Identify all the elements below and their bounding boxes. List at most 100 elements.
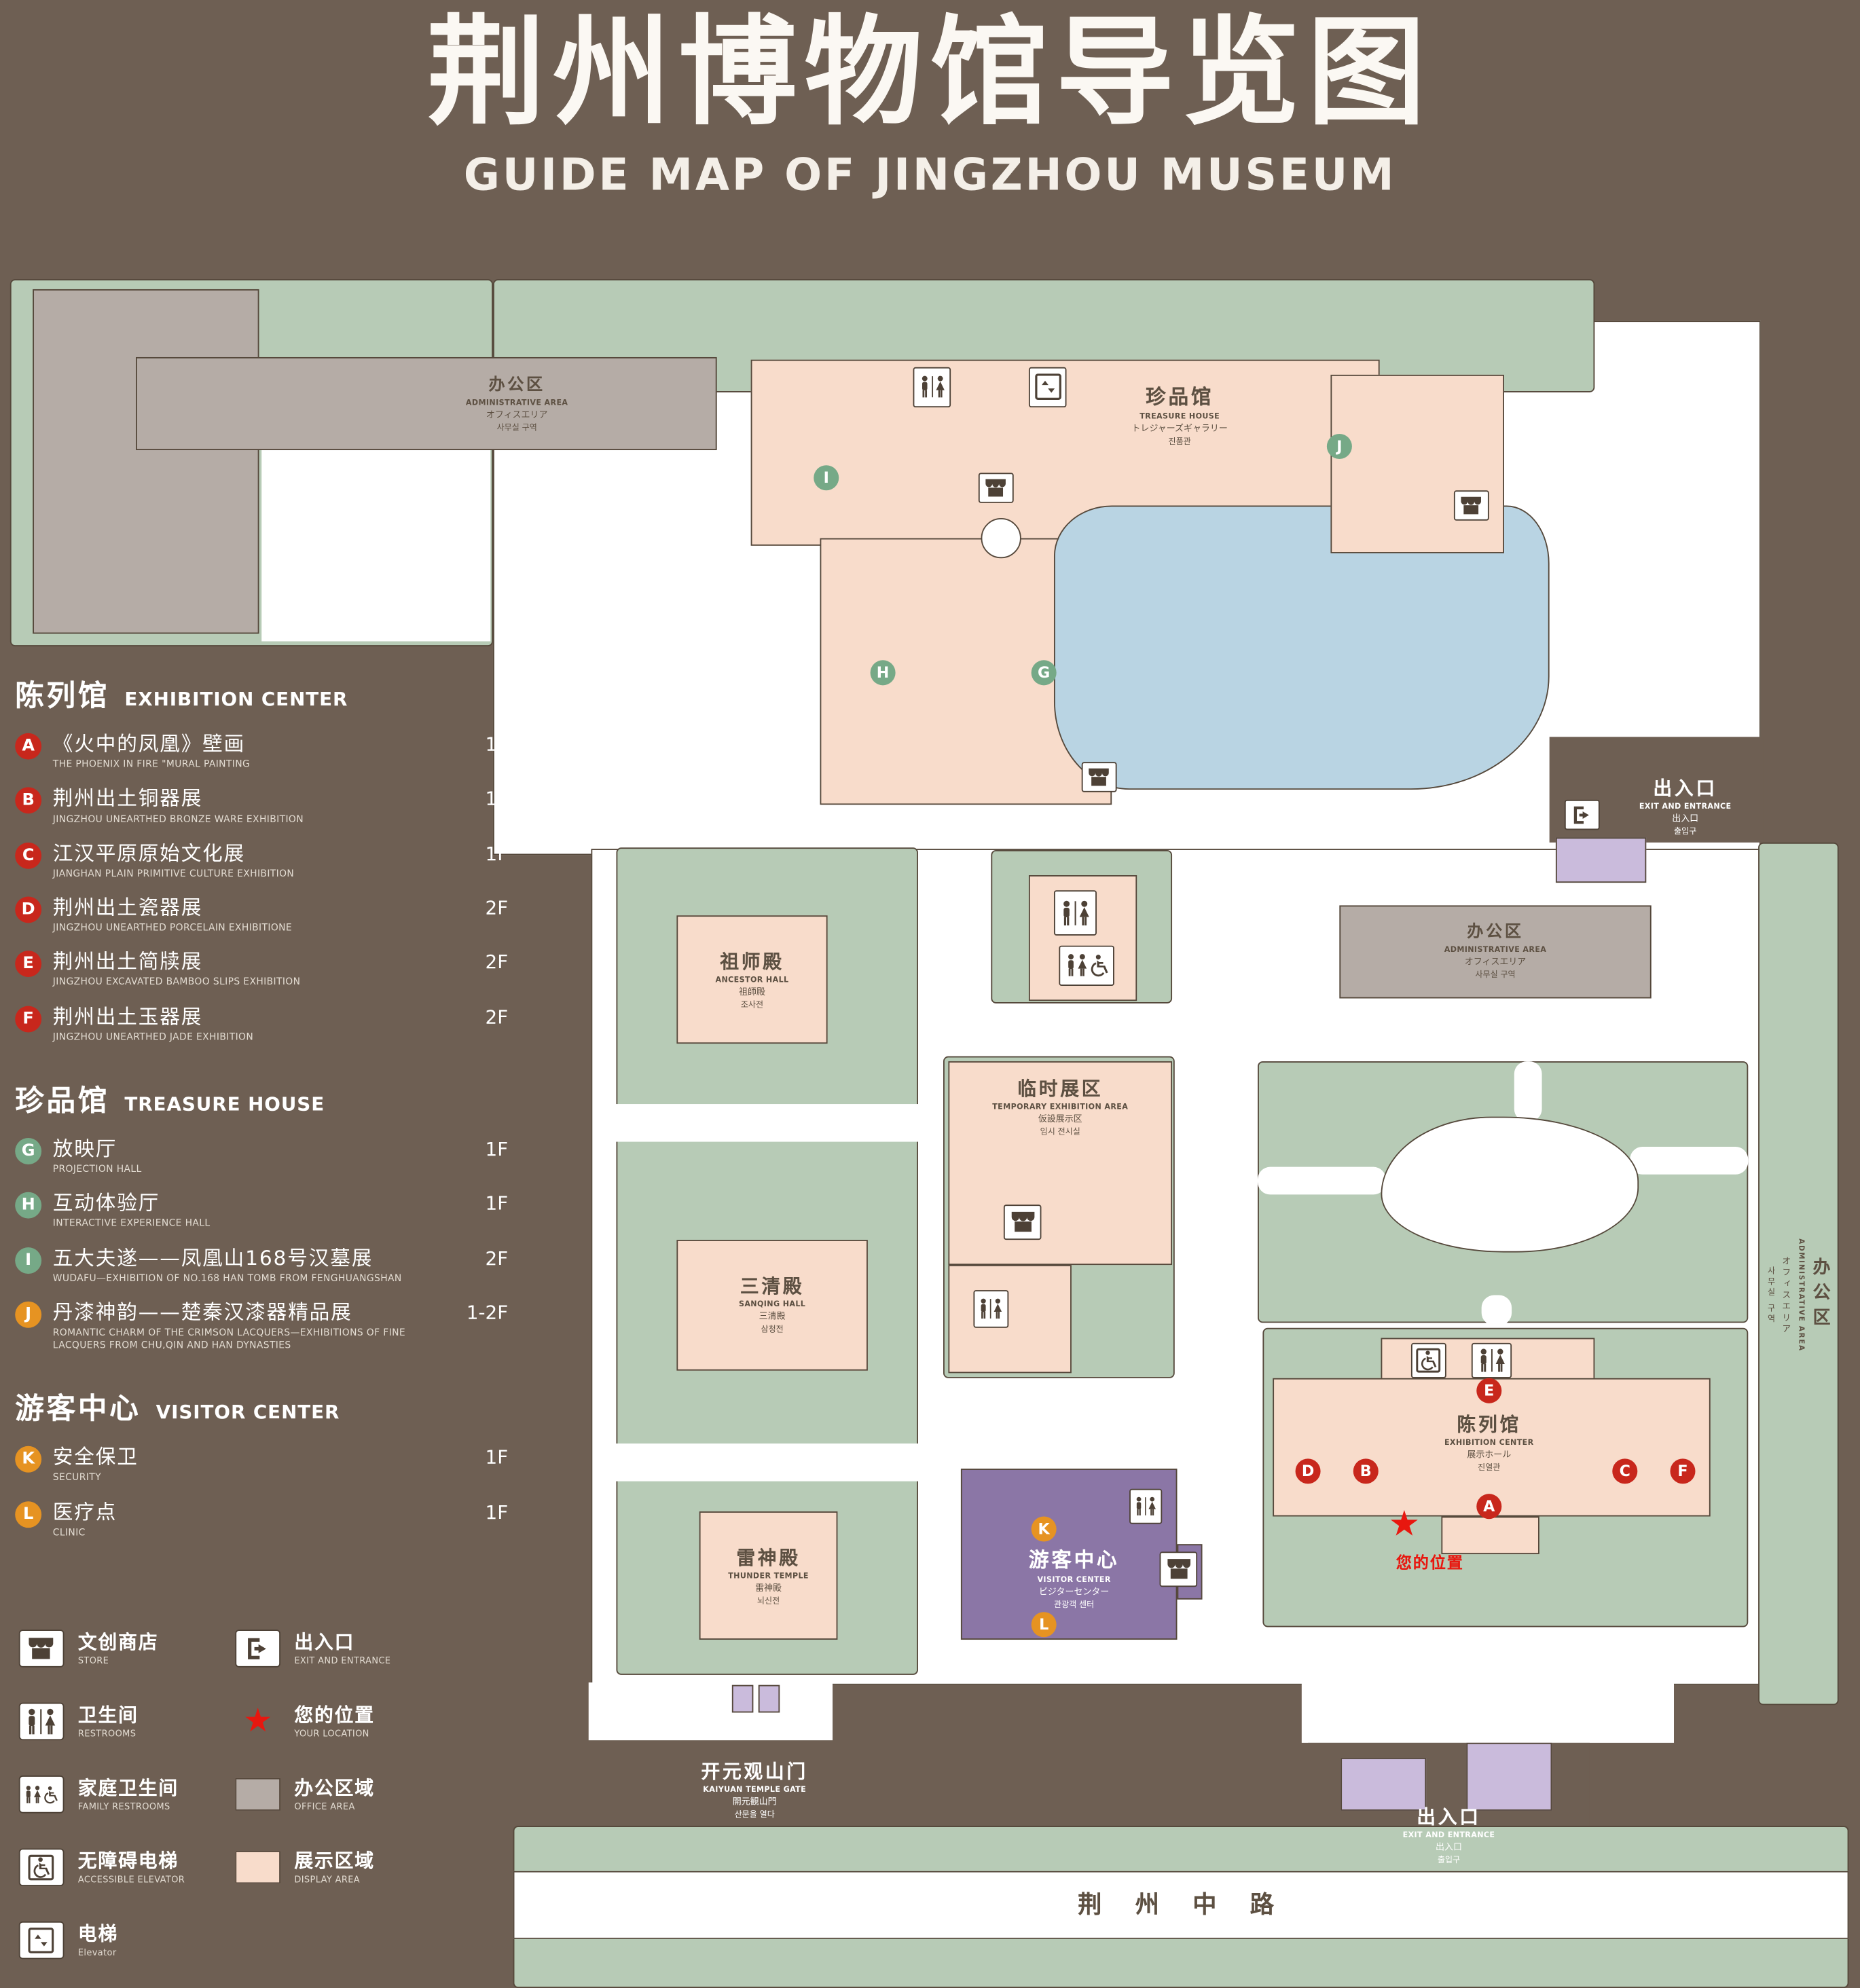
legend-item-j-en: ROMANTIC CHARM OF THE CRIMSON LACQUERS—E… [52,1326,406,1351]
family-restroom-icon-box [18,1775,65,1814]
legend-item-k-en: SECURITY [52,1471,101,1484]
legend-item-k-text: 安全保卫 SECURITY [53,1445,475,1484]
your-location-label: 您的位置 [1396,1553,1464,1572]
gate-en: KAIYUAN TEMPLE GATE [703,1786,807,1795]
legend-letter-d: D [15,896,42,923]
road-jingzhou-middle [513,1871,1849,1939]
legend-item-e: E 荆州出土简牍展 JINGZHOU EXCAVATED BAMBOO SLIP… [15,950,508,989]
symbols-legend: 文创商店 STORE 出入口 EXIT AND ENTRANCE 卫生间 RES… [15,1612,493,1976]
store-icon [15,1630,68,1668]
path-cross-1 [611,1104,924,1142]
legend-header-zh: 陈列馆 [15,680,110,714]
legend-header-exhibition-center: 陈列馆 EXHIBITION CENTER [15,671,508,714]
garden-path-north [1514,1061,1542,1122]
gate-zh: 开元观山门 [701,1760,808,1784]
elevator-zh: 电梯 [77,1922,119,1945]
family-restroom-icon [15,1775,68,1814]
legend-item-h-en: INTERACTIVE EXPERIENCE HALL [52,1217,211,1230]
legend-item-i-zh: 五大夫遂——凤凰山168号汉墓展 [52,1245,373,1270]
admin-strip-zh: 办公区 [1810,1257,1831,1333]
legend-item-b-zh: 荆州出土铜器展 [52,786,203,811]
legend-letter-f: F [15,1005,42,1032]
legend-item-f-zh: 荆州出土玉器展 [52,1004,203,1029]
label-admin-right-strip: 사무실 구역 オフィスエリア ADMINISTRATIVE AREA 办公区 [1758,1094,1839,1496]
legend-item-a: A 《火中的凤凰》壁画 THE PHOENIX IN FIRE "MURAL P… [15,732,508,771]
building-entrance-bottom-left [1341,1758,1427,1811]
legend-item-l: L 医疗点 CLINIC 1F [15,1500,508,1539]
elevator-icon [15,1921,68,1959]
accessible-elevator-label: 无障碍电梯 ACCESSIBLE ELEVATOR [78,1849,185,1885]
building-ancestor-hall [676,915,828,1044]
legend-item-d-zh: 荆州出土瓷器展 [52,895,203,919]
restroom-icon [973,1290,1009,1328]
legend-symbol-store: 文创商店 STORE [15,1612,232,1685]
legend-item-e-floor: 2F [485,951,509,974]
legend-item-k: K 安全保卫 SECURITY 1F [15,1445,508,1484]
family-restroom-icon [1059,945,1114,986]
legend-symbol-display-area: 展示区域 DISPLAY AREA [232,1831,493,1904]
building-temporary-exhibition-wing [948,1265,1072,1374]
legend-header-zh: 珍品馆 [15,1085,110,1118]
legend-letter-e: E [15,951,42,978]
legend-letter-i: I [15,1247,42,1274]
legend-header-treasure-house: 珍品馆 TREASURE HOUSE [15,1076,508,1119]
marker-K: K [1031,1516,1057,1542]
building-treasure-house-east-wing [1330,374,1504,553]
legend-item-h: H 互动体验厅 INTERACTIVE EXPERIENCE HALL 1F [15,1191,508,1230]
legend-symbol-exit: 出入口 EXIT AND ENTRANCE [232,1612,493,1685]
legend-item-j: J 丹漆神韵——楚秦汉漆器精品展 ROMANTIC CHARM OF THE C… [15,1300,508,1352]
legend-item-l-zh: 医疗点 [52,1499,117,1524]
legend-item-c-zh: 江汉平原原始文化展 [52,841,246,865]
legend-item-g-floor: 1F [485,1137,509,1161]
elevator-label: 电梯 Elevator [78,1922,118,1958]
legend-item-d-en: JINGZHOU UNEARTHED PORCELAIN EXHIBITIONE [52,921,293,934]
garden-path-west [1258,1166,1386,1195]
fountain-plaza [981,518,1021,559]
garden-path-south [1481,1295,1512,1326]
legend-item-g-text: 放映厅 PROJECTION HALL [53,1137,475,1176]
legend-item-j-text: 丹漆神韵——楚秦汉漆器精品展 ROMANTIC CHARM OF THE CRI… [53,1300,456,1352]
legend-item-c-floor: 1F [485,842,509,865]
legend-panel: 陈列馆 EXHIBITION CENTER A 《火中的凤凰》壁画 THE PH… [15,671,508,1554]
marker-H: H [870,660,896,686]
legend-symbol-your-location: ★ 您的位置 YOUR LOCATION [232,1685,493,1758]
legend-item-d: D 荆州出土瓷器展 JINGZHOU UNEARTHED PORCELAIN E… [15,896,508,935]
legend-header-visitor-center: 游客中心 VISITOR CENTER [15,1385,508,1428]
building-entrance-top-right [1555,837,1647,883]
legend-letter-l: L [15,1501,42,1528]
legend-letter-j: J [15,1301,42,1328]
accessible-elevator-zh: 无障碍电梯 [77,1849,179,1872]
accessible-elevator-icon-box [18,1848,65,1886]
store-icon [1159,1551,1198,1587]
legend-item-f-floor: 2F [485,1005,509,1029]
admin-strip-en: ADMINISTRATIVE AREA [1796,1238,1804,1352]
elevator-en: Elevator [77,1948,117,1959]
legend-item-j-floor: 1-2F [466,1301,509,1324]
legend-letter-b: B [15,787,42,814]
legend-item-l-en: CLINIC [52,1526,86,1538]
legend-item-e-text: 荆州出土简牍展 JINGZHOU EXCAVATED BAMBOO SLIPS … [53,950,475,989]
legend-symbol-elevator: 电梯 Elevator [15,1904,232,1976]
store-en: STORE [77,1656,109,1667]
store-label: 文创商店 STORE [78,1630,159,1666]
legend-item-b-text: 荆州出土铜器展 JINGZHOU UNEARTHED BRONZE WARE E… [53,786,475,826]
legend-item-f: F 荆州出土玉器展 JINGZHOU UNEARTHED JADE EXHIBI… [15,1004,508,1044]
garden-pond-path-loop [1381,1116,1639,1253]
marker-F: F [1670,1458,1696,1484]
legend-letter-a: A [15,733,42,760]
accessible-elevator-en: ACCESSIBLE ELEVATOR [77,1875,185,1885]
your-location-legend-label: 您的位置 YOUR LOCATION [294,1704,375,1740]
legend-item-e-en: JINGZHOU EXCAVATED BAMBOO SLIPS EXHIBITI… [52,976,301,988]
star-icon: ★ [243,1702,273,1741]
legend-item-h-zh: 互动体验厅 [52,1191,160,1215]
elevator-icon [1028,367,1067,408]
legend-symbol-office-area: 办公区域 OFFICE AREA [232,1758,493,1830]
page-title: 荆州博物馆导览图 [426,5,1434,143]
landscape-right-strip [1758,842,1839,1706]
exit-bottom-plaza [1301,1680,1675,1743]
legend-header-en: VISITOR CENTER [156,1401,340,1424]
legend-letter-h: H [15,1192,42,1219]
restrooms-zh: 卫生间 [77,1703,139,1727]
gate-post-right [758,1685,780,1713]
